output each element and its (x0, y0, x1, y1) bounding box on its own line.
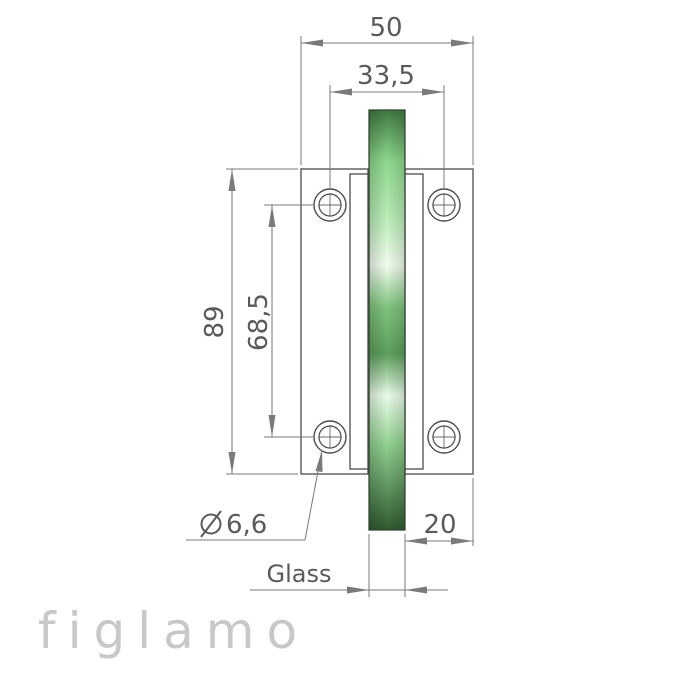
right-inner-strip (404, 173, 424, 470)
mounting-hole-top-left (313, 188, 347, 222)
dimension-hole-spacing-vertical: 68,5 (244, 204, 315, 438)
dimension-label-20: 20 (423, 510, 456, 540)
dimension-label-89: 89 (200, 305, 230, 338)
glass-panel (368, 109, 406, 531)
dimension-offset-20: 20 (404, 478, 474, 546)
dimension-hole-diameter: 6,6 (186, 449, 323, 541)
left-inner-strip (349, 173, 369, 470)
dimension-overall-width: 50 (300, 13, 474, 165)
mounting-hole-bottom-right (427, 420, 461, 454)
mounting-hole-top-right (427, 188, 461, 222)
diameter-icon (200, 510, 222, 538)
mounting-hole-bottom-left (313, 420, 347, 454)
dimension-label-68-5: 68,5 (244, 293, 274, 351)
dimension-label-6-6: 6,6 (226, 510, 267, 540)
dimension-hole-spacing-horizontal: 33,5 (329, 61, 445, 188)
dimension-label-33-5: 33,5 (357, 61, 415, 91)
glass-label: Glass (267, 560, 332, 588)
dimension-overall-height: 89 (200, 168, 298, 475)
dimension-label-50: 50 (369, 13, 402, 43)
dimension-glass: Glass (250, 534, 448, 597)
brand-logo: figlamo (38, 602, 309, 660)
